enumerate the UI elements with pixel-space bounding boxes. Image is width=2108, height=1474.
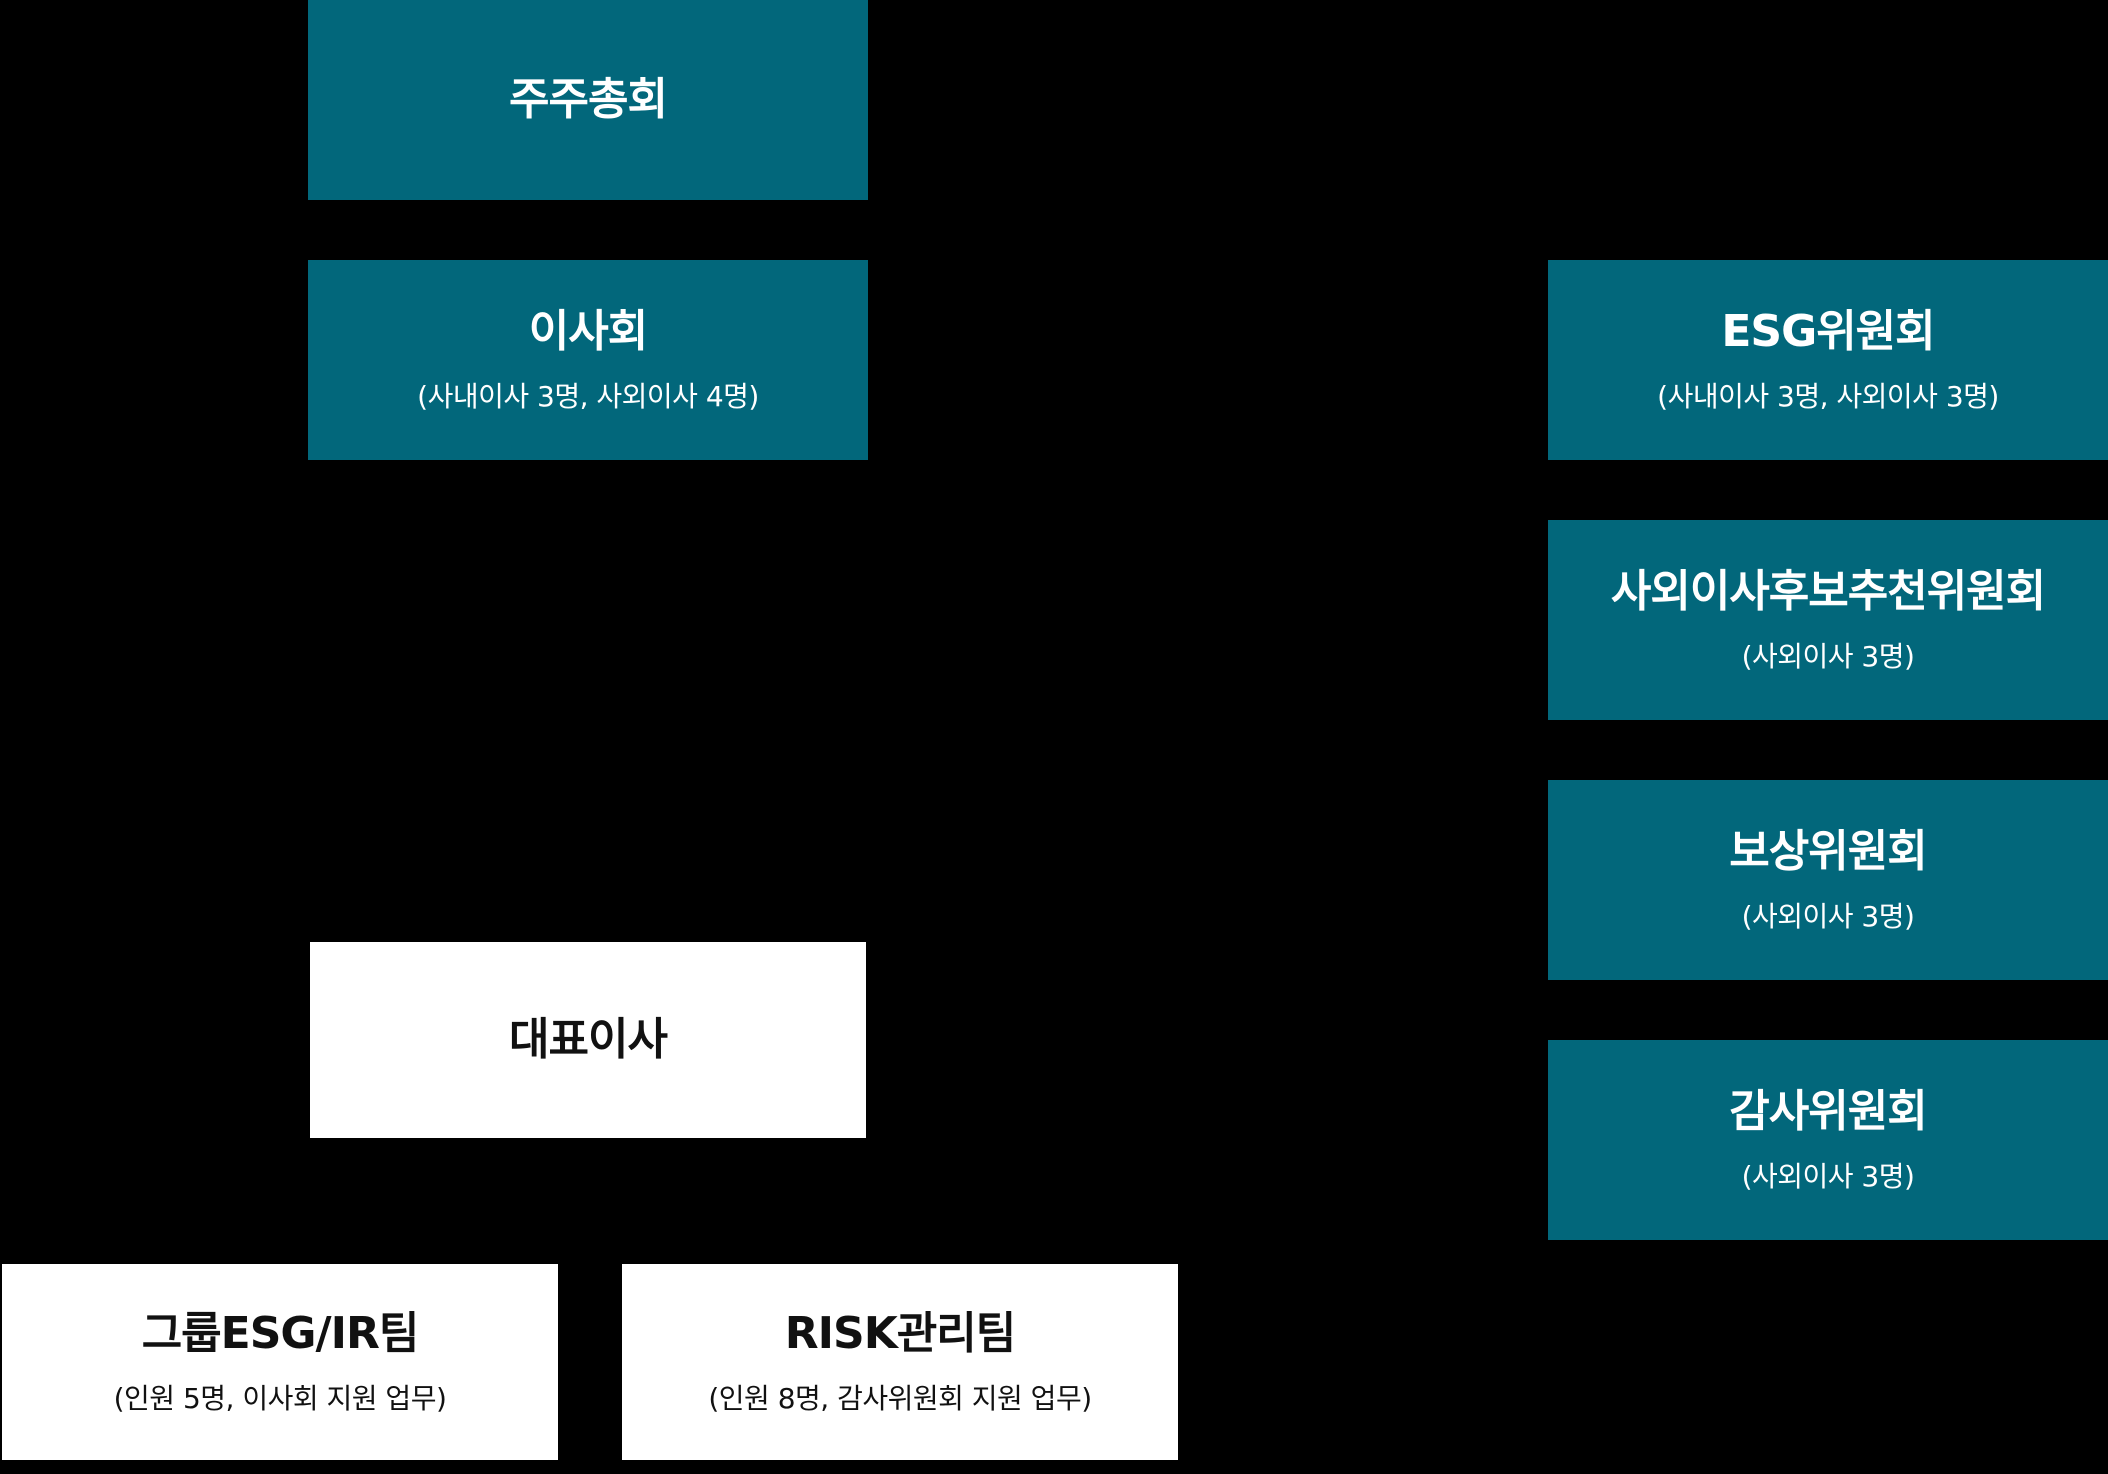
- committee-title: 사외이사후보추천위원회: [1610, 565, 2046, 617]
- team-description: (인원 8명, 감사위원회 지원 업무): [708, 1381, 1092, 1415]
- ceo-box: 대표이사: [308, 940, 868, 1140]
- shareholders-meeting-title: 주주총회: [509, 73, 668, 125]
- committee-director-nomination-box: 사외이사후보추천위원회 (사외이사 3명): [1548, 520, 2108, 720]
- board-title: 이사회: [528, 305, 648, 357]
- team-risk-management-box: RISK관리팀 (인원 8명, 감사위원회 지원 업무): [620, 1262, 1180, 1462]
- shareholders-meeting-box: 주주총회: [308, 0, 868, 200]
- committee-composition: (사내이사 3명, 사외이사 3명): [1657, 379, 1999, 413]
- committee-title: 감사위원회: [1729, 1085, 1927, 1137]
- ceo-title: 대표이사: [509, 1013, 668, 1065]
- team-title: 그룹ESG/IR팀: [141, 1307, 420, 1359]
- committee-esg-box: ESG위원회 (사내이사 3명, 사외이사 3명): [1548, 260, 2108, 460]
- team-description: (인원 5명, 이사회 지원 업무): [113, 1381, 447, 1415]
- committee-composition: (사외이사 3명): [1741, 639, 1915, 673]
- team-title: RISK관리팀: [784, 1307, 1016, 1359]
- board-of-directors-box: 이사회 (사내이사 3명, 사외이사 4명): [308, 260, 868, 460]
- team-esg-ir-box: 그룹ESG/IR팀 (인원 5명, 이사회 지원 업무): [0, 1262, 560, 1462]
- committee-compensation-box: 보상위원회 (사외이사 3명): [1548, 780, 2108, 980]
- committee-title: 보상위원회: [1729, 825, 1927, 877]
- committee-composition: (사외이사 3명): [1741, 899, 1915, 933]
- committee-composition: (사외이사 3명): [1741, 1159, 1915, 1193]
- committee-title: ESG위원회: [1721, 305, 1935, 357]
- committee-audit-box: 감사위원회 (사외이사 3명): [1548, 1040, 2108, 1240]
- board-composition: (사내이사 3명, 사외이사 4명): [417, 379, 759, 413]
